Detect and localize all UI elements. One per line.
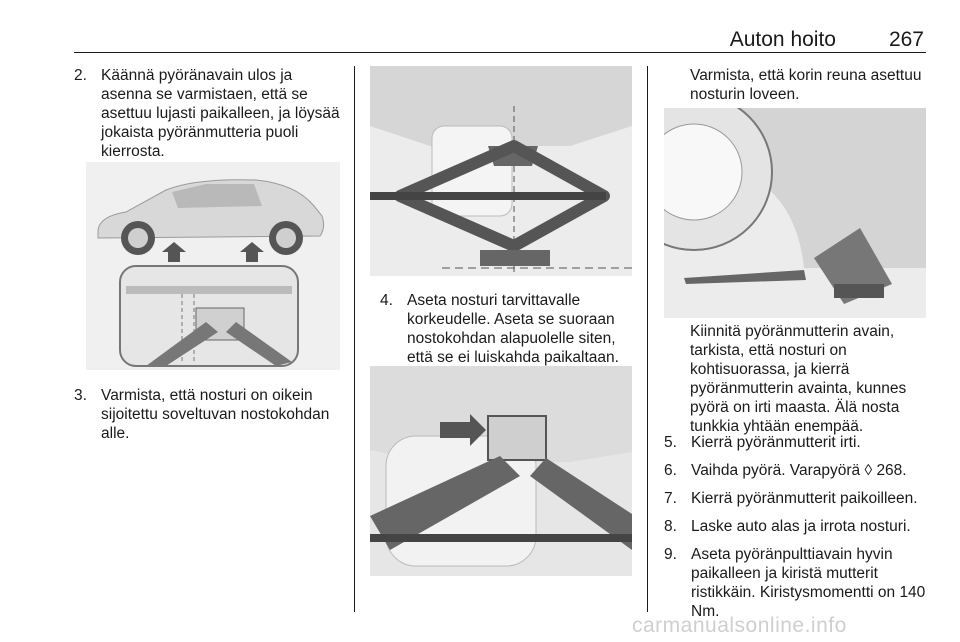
step-6: 6. Vaihda pyörä. Varapyörä ◊ 268. xyxy=(664,461,930,480)
figure-jack-wheel-lift xyxy=(664,108,926,318)
step-number: 5. xyxy=(664,434,677,451)
column-3b: Kiinnitä pyöränmutterin avain, tarkista,… xyxy=(690,322,930,446)
figure-car-jack-points xyxy=(86,162,340,370)
column-2: 4. Aseta nosturi tarvittavalle korkeudel… xyxy=(380,291,638,367)
step-5: 5. Kierrä pyöränmutterit irti. xyxy=(664,433,930,452)
step-4: 4. Aseta nosturi tarvittavalle korkeudel… xyxy=(380,291,638,367)
step-number: 9. xyxy=(664,546,677,563)
figure-jack-contact-closeup xyxy=(370,366,632,576)
column-divider-2 xyxy=(647,66,648,612)
intro-text: Varmista, että korin reuna asettuu nostu… xyxy=(690,67,922,103)
column-1b: 3. Varmista, että nosturi on oikein sijo… xyxy=(74,386,340,443)
header-rule xyxy=(74,52,926,53)
step-text: Varmista, että nosturi on oikein sijoite… xyxy=(101,387,330,442)
step-8: 8. Laske auto alas ja irrota nosturi. xyxy=(664,517,930,536)
step-number: 7. xyxy=(664,490,677,507)
step-text: Aseta nosturi tarvittavalle korkeudelle.… xyxy=(407,292,619,366)
step-2: 2. Käännä pyöränavain ulos ja asenna se … xyxy=(74,66,340,161)
step-number: 8. xyxy=(664,518,677,535)
step-text: Aseta pyöränpulttiavain hyvin paikalleen… xyxy=(691,546,926,620)
watermark: carmanualsonline.info xyxy=(632,614,847,637)
step-text: Käännä pyöränavain ulos ja asenna se var… xyxy=(101,67,340,160)
step-number: 3. xyxy=(74,387,87,404)
step-text: Kierrä pyöränmutterit irti. xyxy=(691,434,861,451)
figure-jack-under-point xyxy=(370,66,632,276)
step-number: 4. xyxy=(380,292,393,309)
steps-list: 5. Kierrä pyöränmutterit irti. 6. Vaihda… xyxy=(664,433,930,630)
instruction-paragraph: Kiinnitä pyöränmutterin avain, tarkista,… xyxy=(690,323,907,435)
step-3: 3. Varmista, että nosturi on oikein sijo… xyxy=(74,386,340,443)
page-number: 267 xyxy=(888,28,924,51)
step-number: 2. xyxy=(74,67,87,84)
column-1: 2. Käännä pyöränavain ulos ja asenna se … xyxy=(74,66,340,161)
step-number: 6. xyxy=(664,462,677,479)
step-text: Vaihda pyörä. Varapyörä ◊ 268. xyxy=(691,462,907,479)
step-text: Laske auto alas ja irrota nosturi. xyxy=(691,518,911,535)
column-3: Varmista, että korin reuna asettuu nostu… xyxy=(690,66,930,104)
section-title: Auton hoito xyxy=(729,28,836,51)
step-9: 9. Aseta pyöränpulttiavain hyvin paikall… xyxy=(664,545,930,621)
step-text: Kierrä pyöränmutterit paikoilleen. xyxy=(691,490,918,507)
step-7: 7. Kierrä pyöränmutterit paikoilleen. xyxy=(664,489,930,508)
column-divider-1 xyxy=(354,66,355,612)
